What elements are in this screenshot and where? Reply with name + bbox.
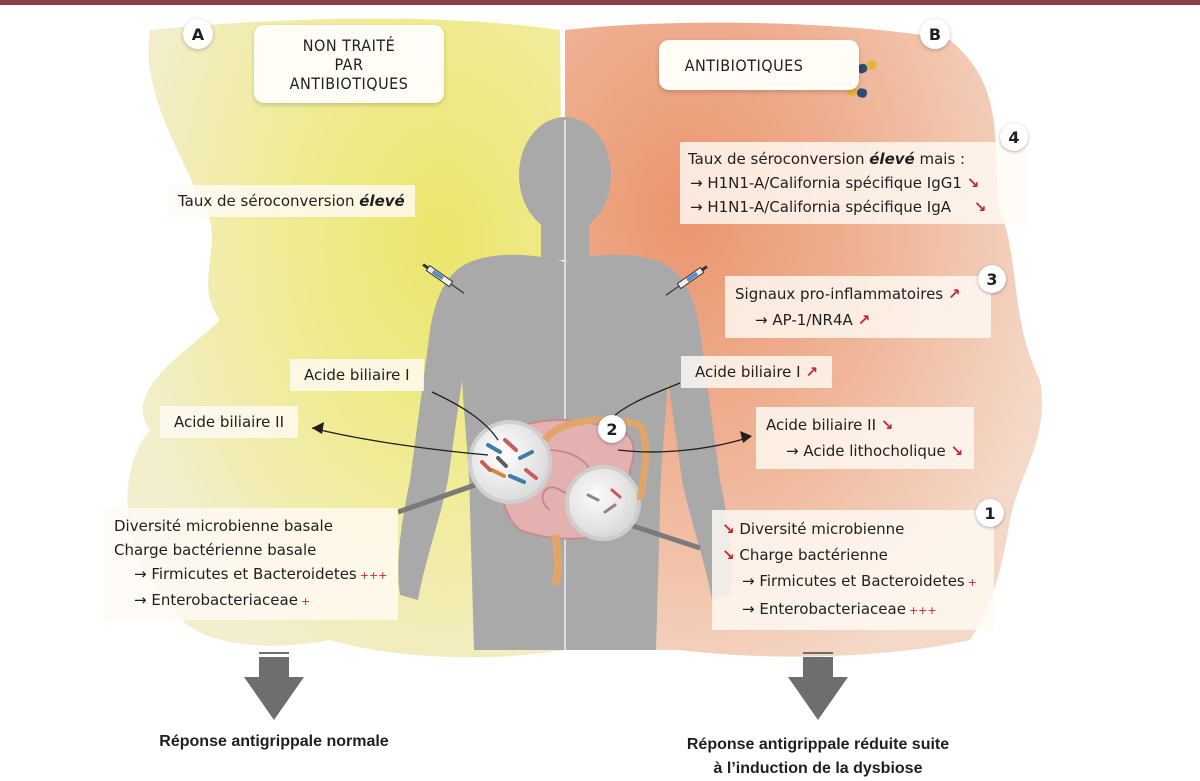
step4-title-text: Taux de séroconversion bbox=[688, 150, 870, 168]
right-down-arrow bbox=[788, 652, 848, 720]
microbiome-line-2: Charge bactérienne basale bbox=[114, 541, 317, 559]
pro-inflammatory-signals: Signaux pro-inflammatoires ↗ → AP-1/NR4A… bbox=[725, 276, 991, 338]
syringe-icon bbox=[422, 263, 465, 294]
step1-line-1: Diversité microbienne bbox=[739, 520, 905, 538]
microbiome-magnifier-b bbox=[565, 465, 701, 551]
header-untreated: NON TRAITÉ PAR ANTIBIOTIQUES bbox=[254, 25, 444, 103]
abundance-mark: +++ bbox=[359, 569, 388, 582]
step4-item-igg1: → H1N1-A/California spécifique IgG1 bbox=[690, 174, 962, 192]
microbiome-line-1: Diversité microbienne basale bbox=[114, 517, 333, 535]
step-number-1: 1 bbox=[976, 499, 1004, 527]
seroconversion-text: Taux de séroconversion bbox=[178, 192, 360, 210]
bile-acid-2-untreated: Acide biliaire II bbox=[160, 406, 298, 438]
outcome-antibiotics-line-1: Réponse antigrippale réduite suite bbox=[686, 736, 950, 753]
step4-item-iga: → H1N1-A/California spécifique IgA bbox=[690, 198, 951, 216]
increase-icon: ↗ bbox=[805, 363, 818, 381]
panel-letter-b: B bbox=[920, 19, 950, 49]
top-bar bbox=[0, 0, 1200, 5]
bile-acid-1-untreated: Acide biliaire I bbox=[290, 359, 424, 391]
step3-line-2: → AP-1/NR4A bbox=[755, 311, 853, 329]
seroconversion-untreated: Taux de séroconversion élevé bbox=[168, 185, 415, 217]
header-untreated-line-1: NON TRAITÉ bbox=[302, 35, 396, 55]
header-untreated-line-3: ANTIBIOTIQUES bbox=[289, 73, 409, 93]
step-number-2: 2 bbox=[598, 415, 626, 443]
decrease-icon: ↘ bbox=[722, 520, 735, 538]
microbiome-untreated: Diversité microbienne basale Charge bact… bbox=[104, 508, 398, 620]
seroconversion-antibiotics: Taux de séroconversion élevé mais : → H1… bbox=[680, 142, 1026, 224]
step4-title-emph: élevé bbox=[869, 150, 915, 168]
microbiome-sub-2: → Enterobacteriaceae bbox=[134, 591, 298, 609]
decrease-icon: ↘ bbox=[973, 198, 987, 216]
step1-line-2: Charge bactérienne bbox=[739, 546, 888, 564]
bile-acid-2-text: Acide biliaire II bbox=[174, 413, 284, 431]
step-number-3: 3 bbox=[978, 265, 1006, 293]
step4-title-suffix: mais : bbox=[914, 150, 966, 168]
left-down-arrow bbox=[244, 652, 304, 720]
abundance-mark: +++ bbox=[908, 604, 937, 617]
microbiome-antibiotics: ↘ Diversité microbienne ↘ Charge bactéri… bbox=[712, 510, 994, 630]
colon bbox=[542, 416, 650, 501]
connector-lines bbox=[311, 382, 752, 456]
step1-sub-2: → Enterobacteriaceae bbox=[742, 600, 906, 618]
bile-acid-1-text: Acide biliaire I bbox=[304, 366, 410, 384]
bile-acid-2-ab-text: Acide biliaire II bbox=[766, 416, 876, 434]
header-untreated-line-2: PAR bbox=[334, 54, 364, 74]
microbiome-sub-1: → Firmicutes et Bacteroidetes bbox=[134, 565, 357, 583]
decrease-icon: ↘ bbox=[722, 546, 735, 564]
left-background bbox=[127, 18, 565, 658]
decrease-icon: ↘ bbox=[880, 416, 894, 434]
bile-acid-2-antibiotics: Acide biliaire II ↘ → Acide lithocholiqu… bbox=[756, 407, 974, 469]
abundance-mark: + bbox=[967, 576, 977, 589]
decrease-icon: ↘ bbox=[966, 174, 980, 192]
outcome-untreated: Réponse antigrippale normale bbox=[159, 733, 389, 750]
lithocholic-acid-text: → Acide lithocholique bbox=[786, 442, 946, 460]
increase-icon: ↗ bbox=[857, 311, 871, 329]
outcome-antibiotics-line-2: à l’induction de la dysbiose bbox=[713, 760, 923, 777]
abundance-mark: + bbox=[300, 595, 311, 608]
increase-icon: ↗ bbox=[947, 285, 961, 303]
bile-acid-1-antibiotics: Acide biliaire I ↗ bbox=[681, 356, 832, 388]
seroconversion-emph: élevé bbox=[359, 192, 405, 210]
header-antibiotics-label: ANTIBIOTIQUES bbox=[684, 55, 804, 75]
header-antibiotics: ANTIBIOTIQUES bbox=[659, 40, 859, 90]
microbiome-magnifier-a bbox=[397, 420, 552, 515]
step-number-4: 4 bbox=[1000, 123, 1028, 151]
outcome-antibiotics: Réponse antigrippale réduite suite à l’i… bbox=[638, 733, 998, 781]
step1-sub-1: → Firmicutes et Bacteroidetes bbox=[742, 572, 965, 590]
bile-acid-1-ab-text: Acide biliaire I bbox=[695, 363, 801, 381]
step3-line-1: Signaux pro-inflammatoires bbox=[735, 285, 944, 303]
syringe-icon bbox=[665, 265, 708, 296]
panel-letter-a: A bbox=[183, 19, 213, 49]
decrease-icon: ↘ bbox=[950, 442, 964, 460]
